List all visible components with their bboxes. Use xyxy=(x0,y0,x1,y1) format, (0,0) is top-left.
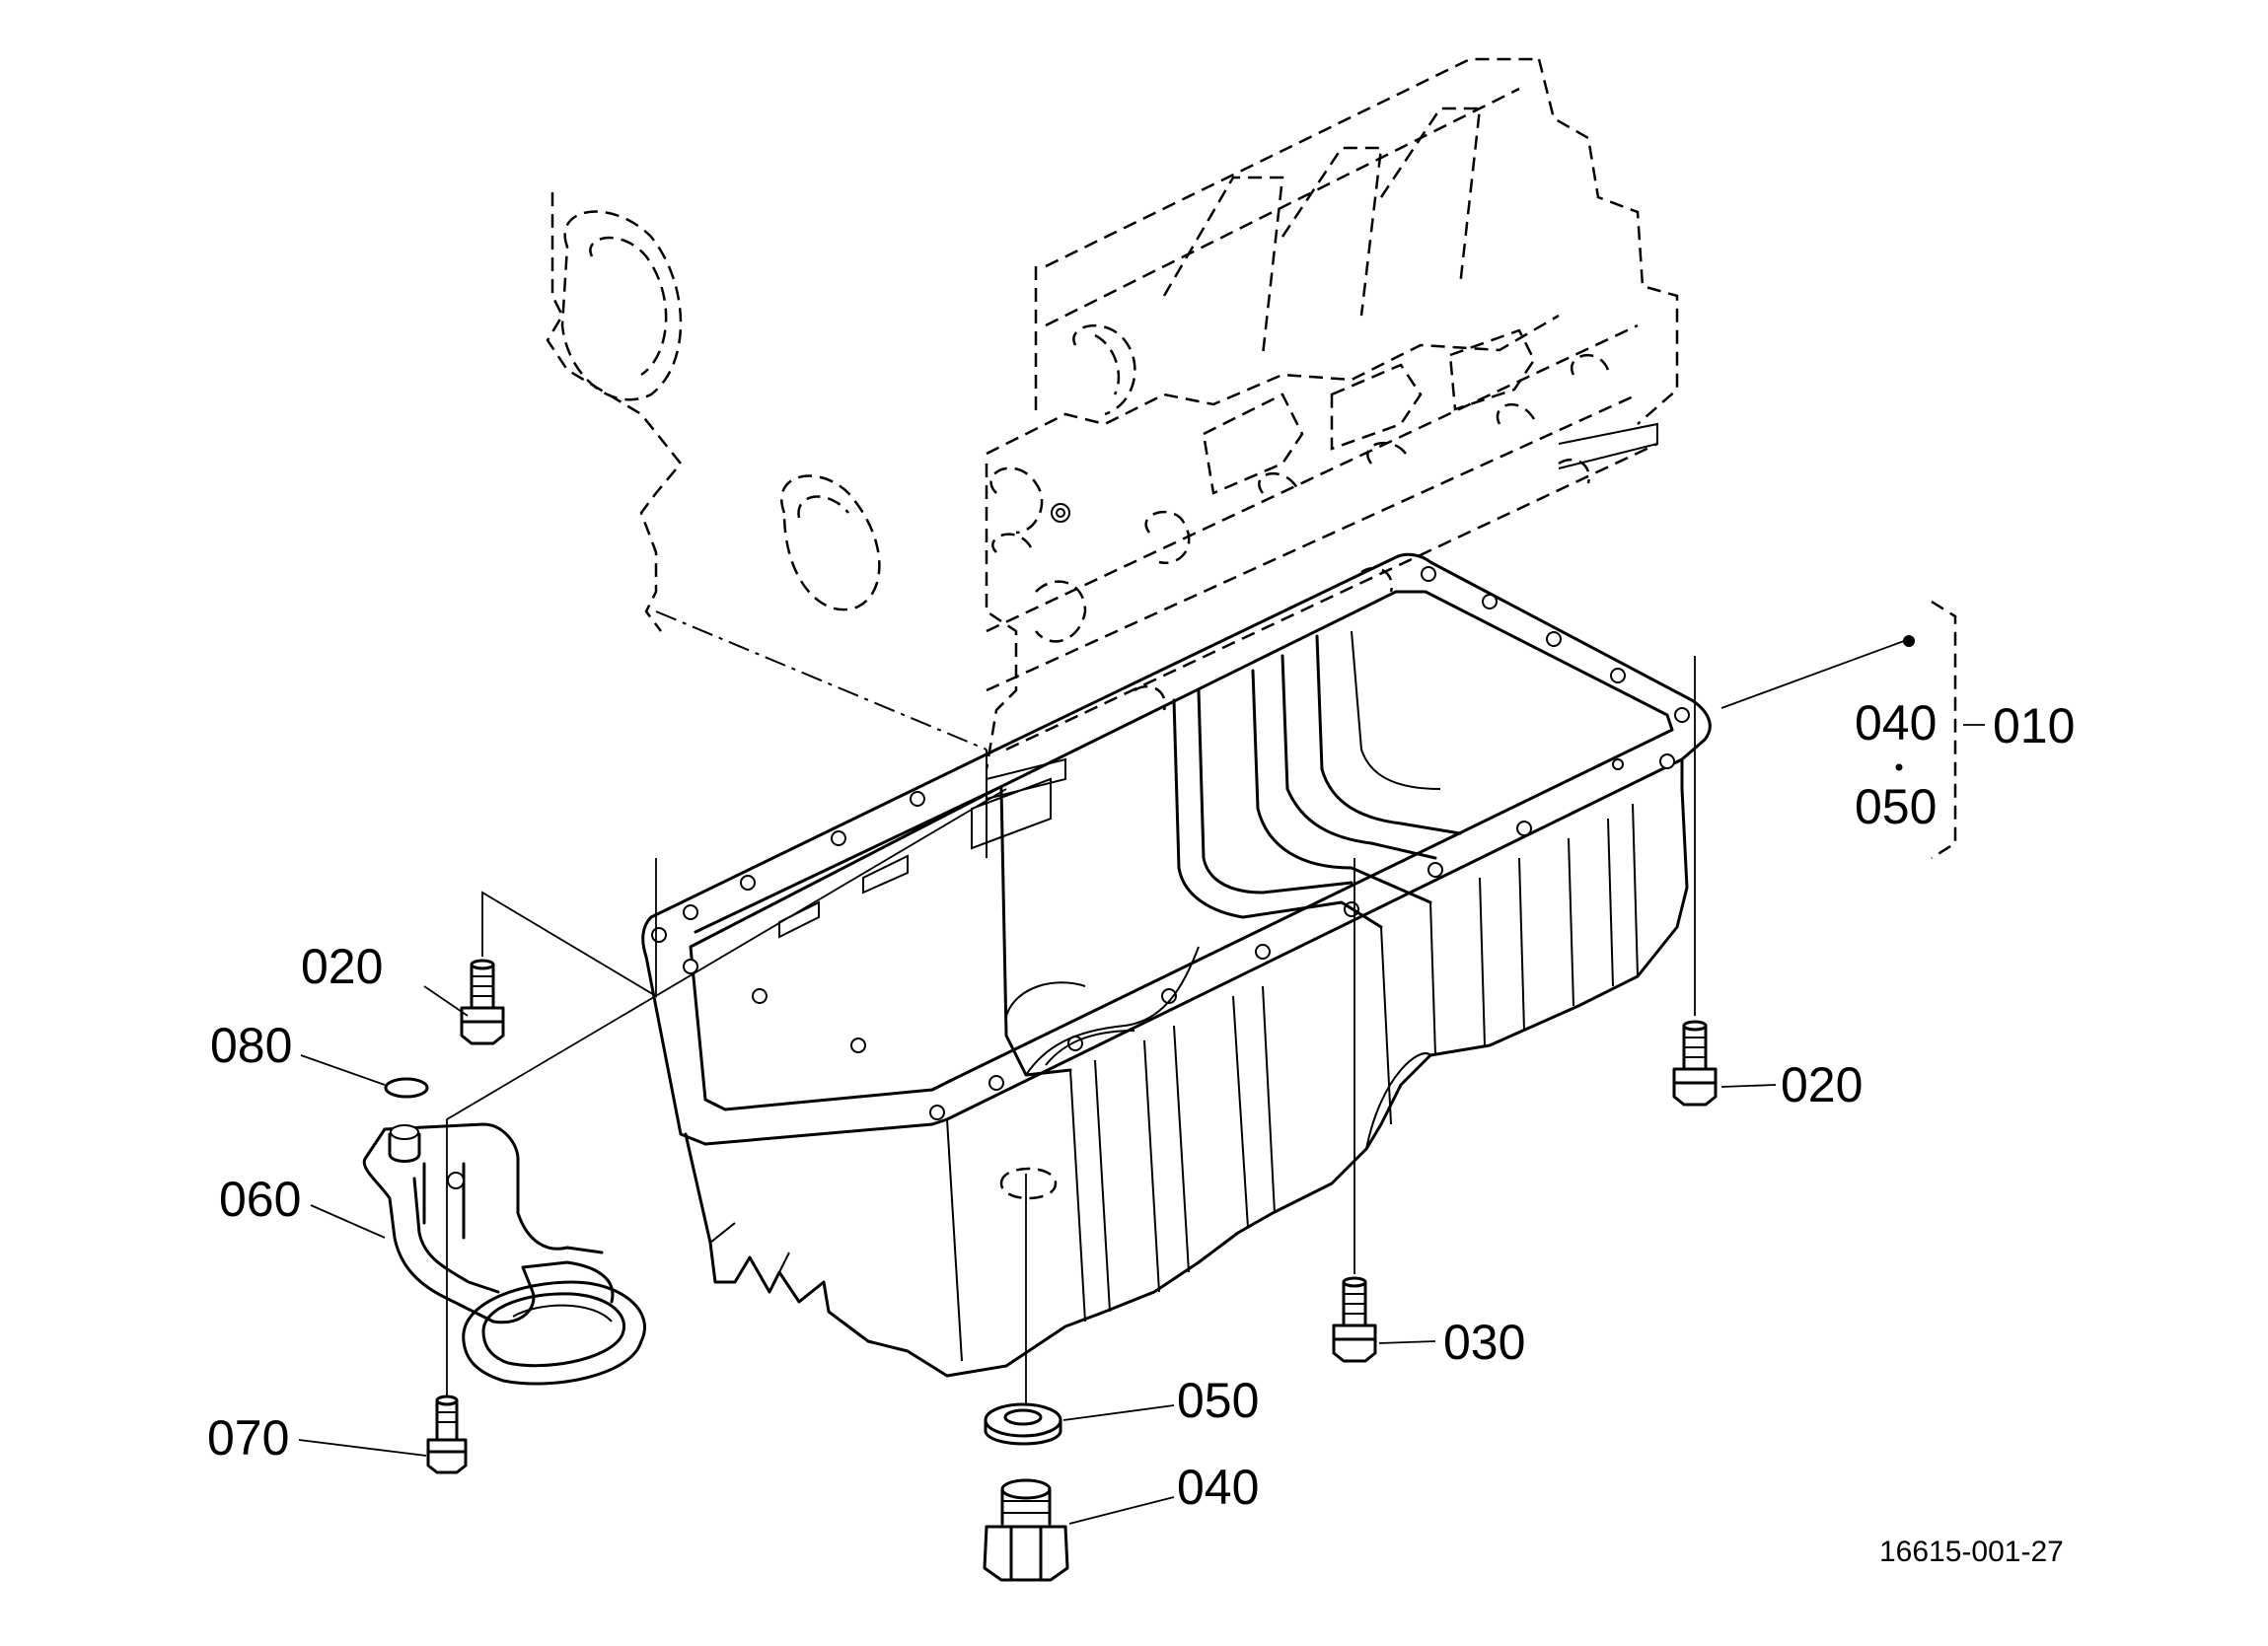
callout-020-left: 020 xyxy=(301,939,383,994)
oil-strainer-icon xyxy=(362,1122,646,1386)
bolt-icon xyxy=(426,1395,468,1474)
callout-010: 010 xyxy=(1993,698,2075,753)
leader-lines xyxy=(298,600,1985,1525)
diagram-reference-code: 16615-001-27 xyxy=(1879,1536,2064,1568)
callout-060: 060 xyxy=(219,1172,301,1227)
callout-020-right: 020 xyxy=(1781,1057,1863,1112)
callout-050-kit: 050 xyxy=(1855,779,1937,834)
callout-030: 030 xyxy=(1443,1315,1525,1370)
callout-080: 080 xyxy=(210,1018,292,1073)
o-ring-icon xyxy=(384,1077,429,1099)
flange-holes xyxy=(651,566,1690,1120)
bolt-icon xyxy=(1332,1276,1377,1363)
bolt-icon xyxy=(460,959,505,1045)
callout-040-kit: 040 xyxy=(1855,695,1937,751)
bolt-icon xyxy=(1672,1020,1718,1107)
callout-050: 050 xyxy=(1177,1373,1259,1428)
gasket-washer-icon xyxy=(984,1402,1062,1446)
engine-block-icon xyxy=(546,57,1679,850)
drain-plug-icon xyxy=(983,1478,1069,1582)
oil-pan-icon xyxy=(641,552,1712,1378)
callout-070: 070 xyxy=(207,1410,289,1466)
callout-040: 040 xyxy=(1177,1460,1259,1515)
